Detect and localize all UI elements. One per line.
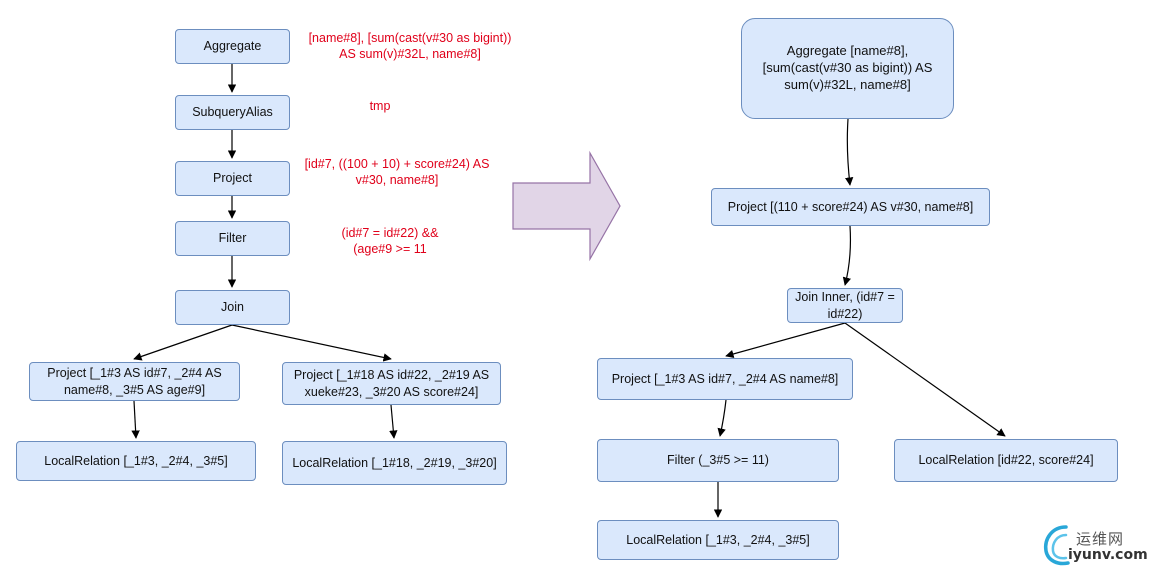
- left-join-node: Join: [175, 290, 290, 325]
- right-filter-node: Filter (_3#5 >= 11): [597, 439, 839, 482]
- watermark-domain-text: iyunv.com: [1068, 547, 1148, 563]
- watermark-logo-icon: [1043, 525, 1070, 566]
- left-project-right-node: Project [_1#18 AS id#22, _2#19 AS xueke#…: [282, 362, 501, 405]
- edge-r-project-left-filter: [717, 399, 727, 437]
- left-aggregate-node: Aggregate: [175, 29, 290, 64]
- watermark-cn-text: 运维网: [1076, 530, 1125, 548]
- edge-r-join-local-right: [844, 322, 1006, 437]
- left-subquery-alias-node: SubqueryAlias: [175, 95, 290, 130]
- right-project-node: Project [(110 + score#24) AS v#30, name#…: [711, 188, 990, 226]
- annotation-subquery-alias: tmp: [369, 99, 391, 113]
- right-local-relation-right-node: LocalRelation [id#22, score#24]: [894, 439, 1118, 482]
- annotation-project: [id#7, ((100 + 10) + score#24) AS v#30, …: [304, 157, 490, 188]
- annotation-aggregate: [name#8], [sum(cast(v#30 as bigint)) AS …: [308, 31, 512, 62]
- right-local-relation-left-node: LocalRelation [_1#3, _2#4, _3#5]: [597, 520, 839, 560]
- left-local-relation-right-node: LocalRelation [_1#18, _2#19, _3#20]: [282, 441, 507, 485]
- left-project-node: Project: [175, 161, 290, 196]
- left-filter-node: Filter: [175, 221, 290, 256]
- edge-r-project-join: [842, 225, 852, 286]
- edge-join-project-right: [231, 324, 392, 362]
- right-join-node: Join Inner, (id#7 = id#22): [787, 288, 903, 323]
- edge-join-project-left: [133, 324, 233, 361]
- edge-r-aggregate-project: [844, 118, 854, 186]
- left-project-left-node: Project [_1#3 AS id#7, _2#4 AS name#8, _…: [29, 362, 240, 401]
- right-project-left-node: Project [_1#3 AS id#7, _2#4 AS name#8]: [597, 358, 853, 400]
- left-local-relation-left-node: LocalRelation [_1#3, _2#4, _3#5]: [16, 441, 256, 481]
- edge-r-join-project-left: [725, 322, 846, 359]
- edge-project-left-local: [131, 400, 140, 439]
- right-aggregate-node: Aggregate [name#8], [sum(cast(v#30 as bi…: [741, 18, 954, 119]
- annotation-filter: (id#7 = id#22) && (age#9 >= 11: [341, 226, 439, 257]
- transform-arrow: [512, 150, 621, 262]
- edge-project-right-local: [389, 404, 398, 439]
